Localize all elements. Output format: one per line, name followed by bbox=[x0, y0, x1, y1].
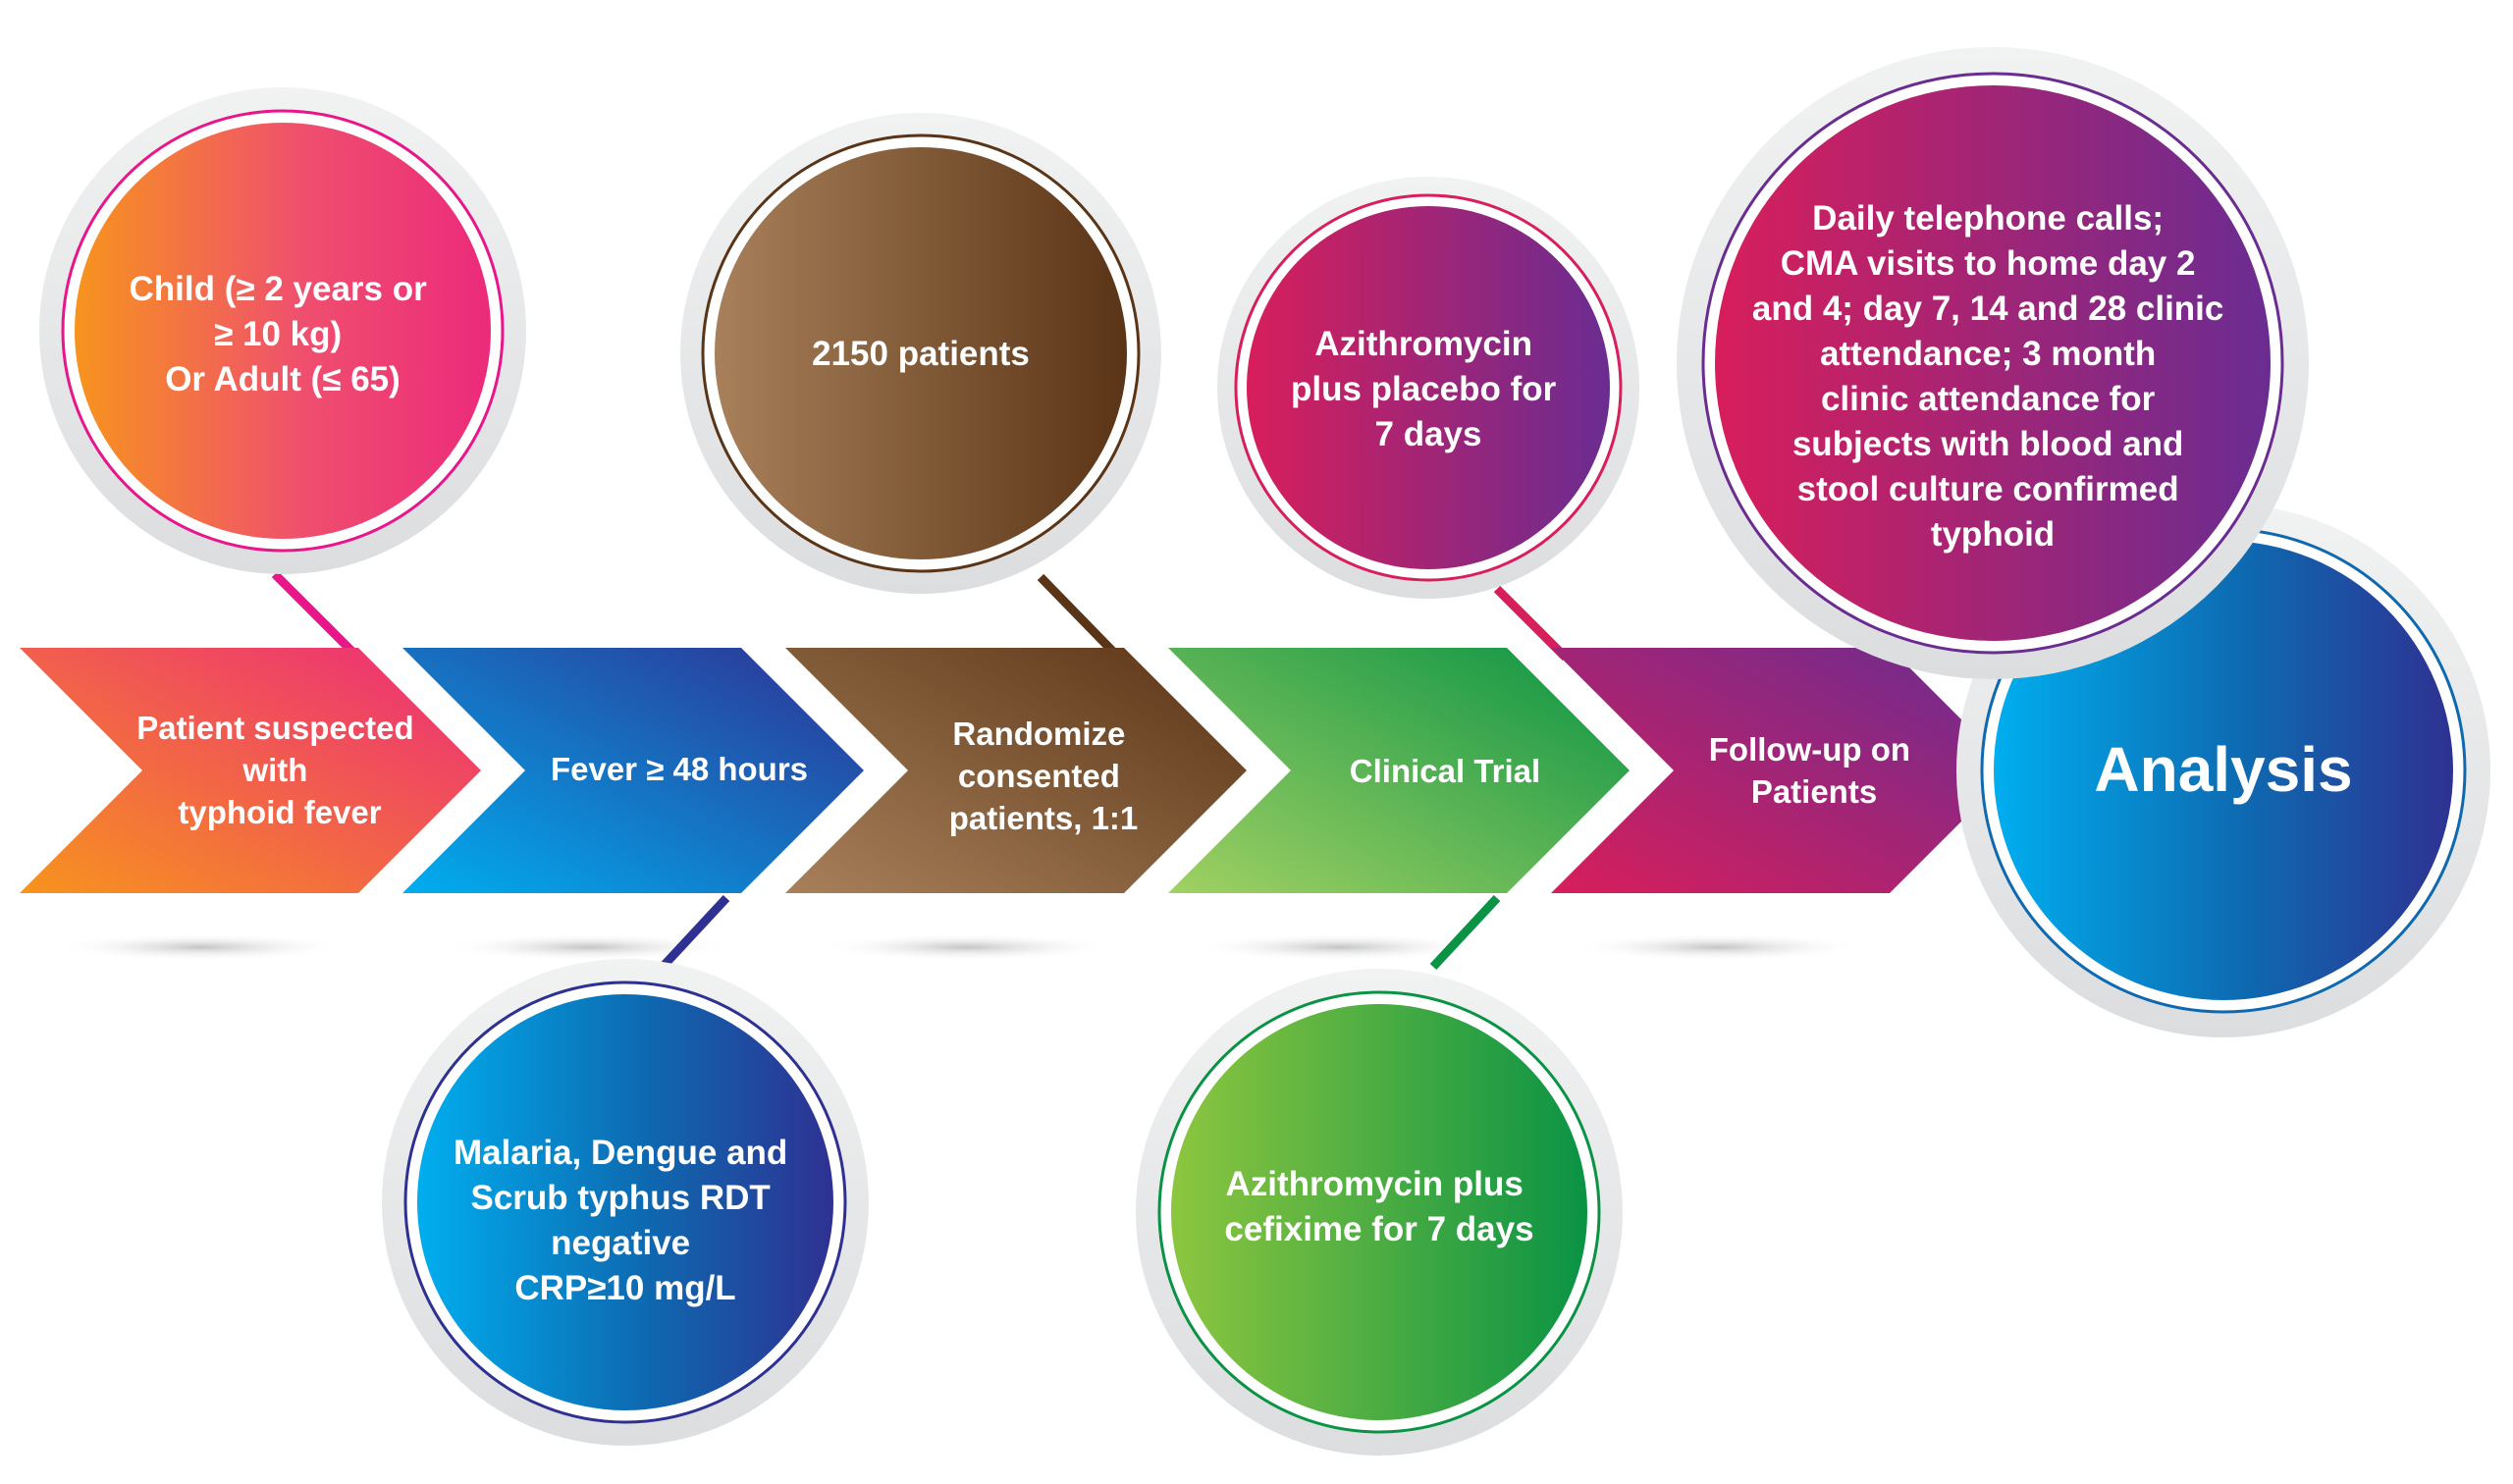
connectors bbox=[271, 570, 1570, 971]
arrow-shadow bbox=[442, 933, 736, 961]
bubble-fill bbox=[75, 123, 491, 539]
bubble-inclusion-text: Child (≥ 2 years or ≥ 10 kg) Or Adult (≤… bbox=[130, 270, 437, 398]
bubble-tests-text: Malaria, Dengue and Scrub typhus RDT neg… bbox=[454, 1134, 797, 1307]
bubble-arm-placebo-text: Azithromycin plus placebo for 7 days bbox=[1291, 325, 1566, 453]
step-label-1: Patient suspected with typhoid fever bbox=[136, 710, 423, 830]
arrow-shadow bbox=[1571, 933, 1865, 961]
bubble-fill bbox=[715, 147, 1127, 559]
step-label-4: Clinical Trial bbox=[1350, 753, 1540, 789]
bubble-analysis-text: Analysis bbox=[2094, 734, 2352, 805]
arrow-shadow bbox=[54, 933, 348, 961]
connector-tests bbox=[659, 894, 730, 971]
bubble-sample-text: 2150 patients bbox=[812, 335, 1030, 373]
bubble-arm-cefixime-text: Azithromycin plus cefixime for 7 days bbox=[1224, 1165, 1533, 1248]
step-arrow-2 bbox=[402, 648, 864, 893]
bubble-sample: 2150 patients bbox=[680, 113, 1161, 594]
bubble-fill bbox=[1171, 1004, 1587, 1420]
arrow-shadows bbox=[54, 933, 1865, 961]
bubble-arm-placebo: Azithromycin plus placebo for 7 days bbox=[1217, 177, 1639, 599]
step-arrow-1 bbox=[20, 648, 481, 893]
step-arrow-4 bbox=[1168, 648, 1630, 893]
bubble-fill bbox=[417, 994, 833, 1410]
arrow-shadow bbox=[1193, 933, 1487, 961]
step-labels: Patient suspected with typhoid fever Fev… bbox=[136, 710, 1919, 836]
connector-inclusion bbox=[271, 570, 357, 657]
step-arrow-5 bbox=[1551, 648, 2012, 893]
arrow-shadow bbox=[820, 933, 1114, 961]
bubble-arm-cefixime: Azithromycin plus cefixime for 7 days bbox=[1136, 969, 1623, 1456]
bubble-fill bbox=[1247, 206, 1610, 569]
connector-arm-placebo bbox=[1493, 585, 1570, 662]
step-label-5: Follow-up on Patients bbox=[1709, 731, 1919, 810]
connector-arm-cefixime bbox=[1429, 894, 1501, 971]
bubble-fill bbox=[1715, 85, 2271, 641]
bubble-tests: Malaria, Dengue and Scrub typhus RDT neg… bbox=[382, 959, 869, 1446]
connector-sample bbox=[1037, 573, 1118, 657]
bubble-followup-text: Daily telephone calls; CMA visits to hom… bbox=[1752, 199, 2233, 554]
step-label-3: Randomize consented patients, 1:1 bbox=[949, 716, 1139, 836]
bubble-followup: Daily telephone calls; CMA visits to hom… bbox=[1677, 47, 2309, 679]
step-label-2: Fever ≥ 48 hours bbox=[551, 751, 808, 787]
step-arrow-3 bbox=[785, 648, 1247, 893]
process-arrows bbox=[20, 648, 2012, 893]
bubble-inclusion: Child (≥ 2 years or ≥ 10 kg) Or Adult (≤… bbox=[39, 87, 526, 574]
